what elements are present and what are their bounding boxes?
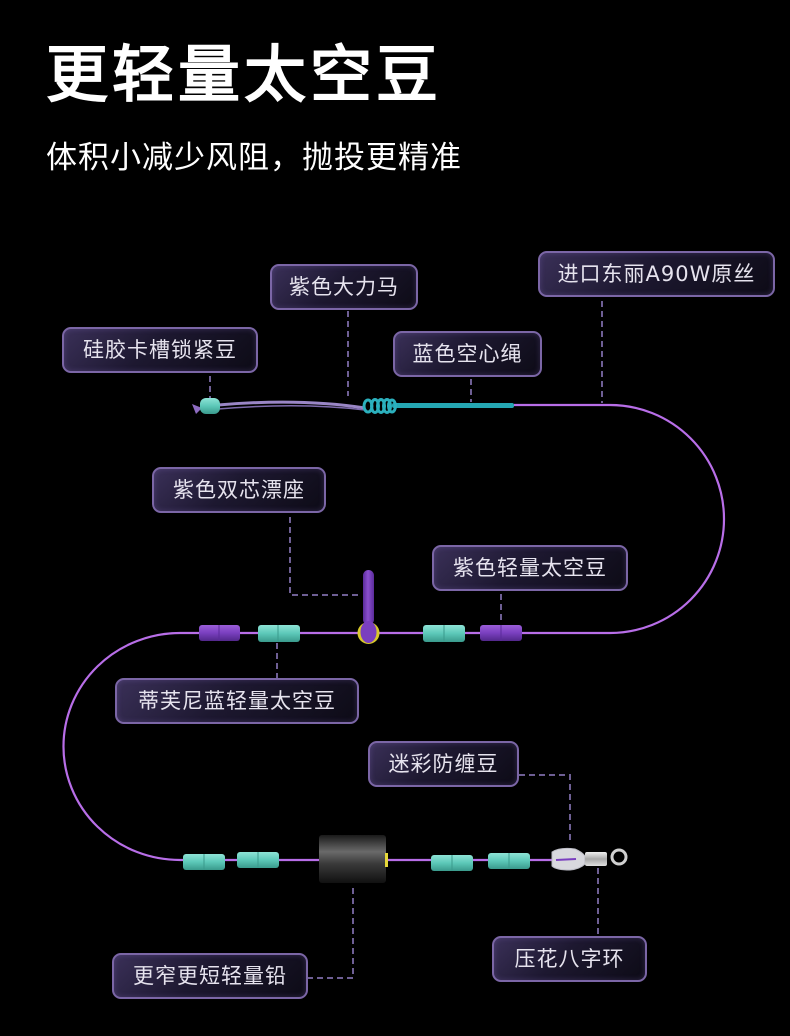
page-title: 更轻量太空豆	[46, 38, 443, 111]
silicone-stopper	[192, 398, 220, 414]
purple-knot-line-2	[217, 404, 366, 411]
main-line	[62, 403, 726, 862]
blue-hollow-rope	[392, 403, 514, 408]
bean-teal-4	[237, 852, 279, 868]
bean-teal-5	[431, 855, 473, 871]
embossed-swivel	[551, 847, 628, 871]
bean-teal-2	[423, 625, 465, 642]
knot-coils	[362, 398, 397, 414]
callout-blue-hollow-rope: 蓝色空心绳	[393, 331, 542, 377]
bean-teal-6	[488, 853, 530, 869]
bean-teal-3	[183, 854, 225, 870]
callout-narrow-short-sinker: 更窄更短轻量铅	[112, 953, 308, 999]
sinker	[319, 835, 388, 883]
callout-double-core-float-seat: 紫色双芯漂座	[152, 467, 326, 513]
bean-teal-1	[258, 625, 300, 642]
callout-embossed-swivel: 压花八字环	[492, 936, 647, 982]
float-seat	[357, 570, 380, 644]
callout-silicone-stopper: 硅胶卡槽锁紧豆	[62, 327, 258, 373]
bean-purple-1	[199, 625, 240, 641]
callout-purple-knot: 紫色大力马	[270, 264, 418, 310]
connector-camo-bean	[519, 774, 571, 840]
callout-purple-space-bean: 紫色轻量太空豆	[432, 545, 628, 591]
page-subtitle: 体积小减少风阻，抛投更精准	[46, 140, 462, 176]
callout-camo-anti-tangle-bean: 迷彩防缠豆	[368, 741, 519, 787]
purple-knot-line	[217, 400, 366, 410]
callout-tiffany-space-bean: 蒂芙尼蓝轻量太空豆	[115, 678, 359, 724]
bean-purple-2	[480, 625, 522, 641]
callout-imported-line: 进口东丽A90W原丝	[538, 251, 775, 297]
connector-sinker	[307, 885, 354, 979]
connector-float-seat	[289, 517, 362, 596]
